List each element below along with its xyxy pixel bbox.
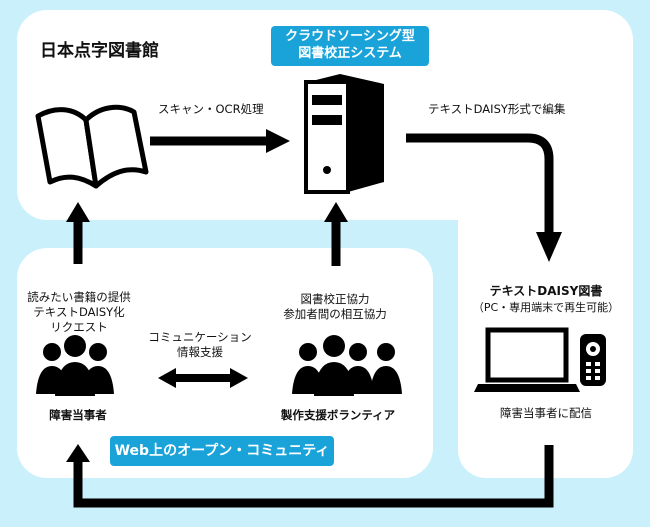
community-panel	[17, 248, 433, 478]
proof-label-line: 図書校正協力	[300, 292, 370, 306]
proof-label-line: 参加者間の相互協力	[283, 307, 387, 321]
edit-label: テキストDAISY形式で編集	[428, 102, 566, 116]
arrow-edit	[406, 133, 554, 236]
server-icon	[304, 74, 384, 194]
scan-label: スキャン・OCR処理	[158, 102, 264, 116]
people-group-icon	[36, 335, 114, 396]
daisy-book-title: テキストDAISY図書	[489, 284, 603, 298]
system-badge: クラウドソーシング型 図書校正システム	[271, 26, 429, 66]
communication-label-line: 情報支援	[177, 345, 223, 359]
system-badge-line1: クラウドソーシング型	[285, 29, 415, 44]
open-book-icon	[35, 104, 149, 189]
volunteers-label: 製作支援ボランティア	[280, 408, 396, 422]
deliver-label: 障害当事者に配信	[500, 406, 592, 420]
daisy-book-subtitle: （PC・専用端末で再生可能）	[472, 301, 620, 314]
communication-label-line: コミュニケーション	[148, 330, 252, 344]
users-label: 障害当事者	[49, 408, 107, 422]
request-label-line: リクエスト	[50, 320, 108, 334]
request-label-line: テキストDAISY化	[33, 305, 125, 319]
communication-label: コミュニケーション 情報支援	[140, 330, 260, 360]
arrow-deliver	[73, 445, 554, 508]
people-group-icon	[292, 335, 402, 396]
proof-label: 図書校正協力 参加者間の相互協力	[270, 292, 400, 322]
laptop-icon	[474, 327, 580, 392]
request-label-line: 読みたい書籍の提供	[27, 290, 131, 304]
page-title: 日本点字図書館	[40, 41, 159, 61]
request-label: 読みたい書籍の提供 テキストDAISY化 リクエスト	[24, 290, 134, 335]
community-badge: Web上のオープン・コミュニティ	[110, 436, 334, 466]
system-badge-line2: 図書校正システム	[298, 46, 402, 61]
player-device-icon	[580, 334, 606, 386]
